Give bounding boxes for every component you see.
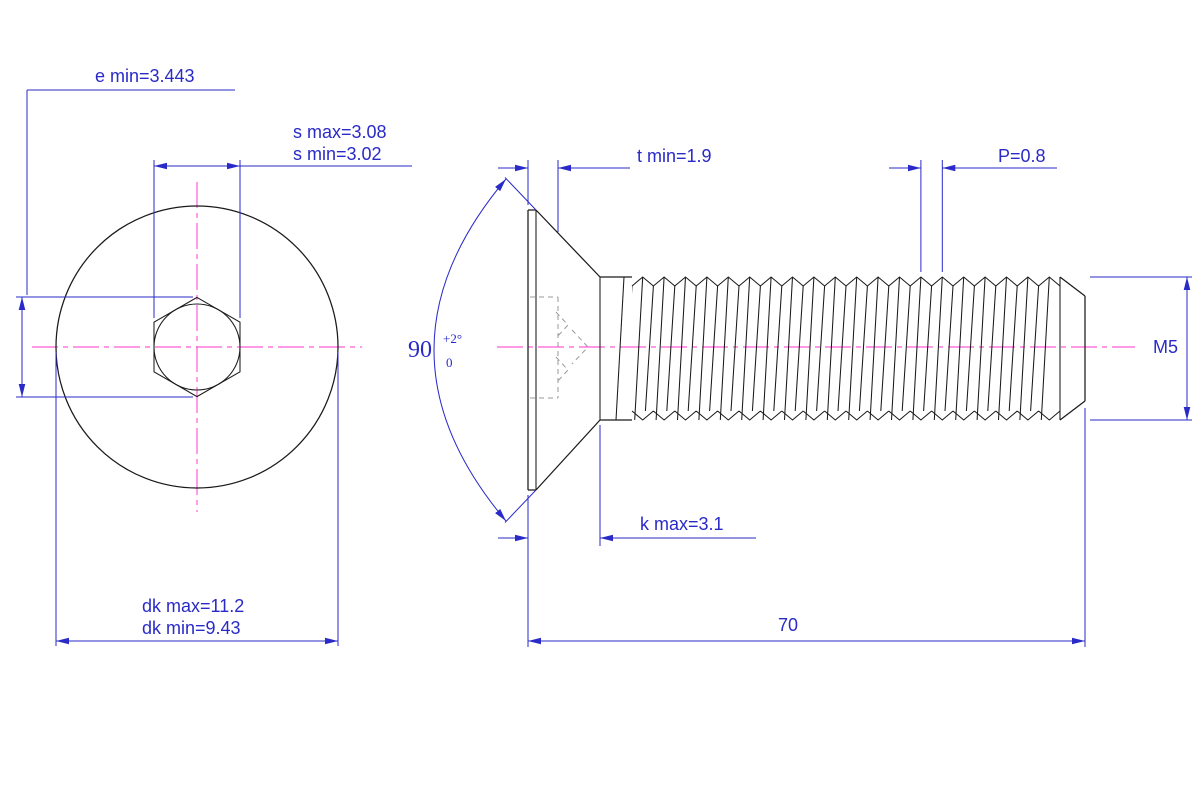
angle-extension-lower (504, 489, 537, 523)
s-min-label: s min=3.02 (293, 144, 382, 164)
thread-runout-line (615, 276, 625, 421)
dim-dk: dk max=11.2 dk min=9.43 (55, 352, 339, 646)
pitch-label: P=0.8 (998, 146, 1046, 166)
angle-value: 90 (408, 337, 432, 363)
thread-flank-lines (632, 277, 1050, 420)
thread-crest-top (631, 276, 1061, 287)
front-view: e min=3.443 s max=3.08 s min=3.02 dk max… (16, 66, 412, 646)
dk-min-label: dk min=9.43 (142, 618, 241, 638)
dim-e: e min=3.443 (16, 66, 235, 398)
dim-s: s max=3.08 s min=3.02 (153, 122, 412, 318)
length-label: 70 (778, 615, 798, 635)
t-min-label: t min=1.9 (637, 146, 712, 166)
s-max-label: s max=3.08 (293, 122, 387, 142)
angle-tolerance-plus: +2° (443, 331, 462, 346)
dim-pitch: P=0.8 (889, 146, 1057, 272)
dim-t: t min=1.9 (498, 146, 712, 232)
angle-tolerance-minus: 0 (446, 355, 453, 370)
thread-crest-bottom (631, 410, 1061, 421)
dim-length: 70 (527, 408, 1086, 647)
dim-angle-90: 90 +2° 0 (408, 177, 537, 523)
dim-k: k max=3.1 (498, 425, 756, 546)
countersink-cone-lower (535, 419, 601, 491)
chamfer-top (1059, 276, 1086, 297)
countersink-cone-upper (535, 209, 601, 278)
dim-thread-diameter: M5 (1090, 276, 1192, 421)
thread-size-label: M5 (1153, 337, 1178, 357)
e-min-label: e min=3.443 (95, 66, 195, 86)
side-view: 90 +2° 0 t min=1.9 P=0.8 M5 (408, 146, 1192, 647)
chamfer-bottom (1059, 400, 1086, 421)
k-max-label: k max=3.1 (640, 514, 724, 534)
head-outline-circle (55, 205, 339, 489)
head-profile (527, 209, 601, 491)
hidden-socket-lines (530, 296, 589, 399)
angle-arc (433, 178, 507, 522)
angle-extension-upper (504, 177, 537, 211)
hidden-hex-edge (555, 356, 569, 384)
hex-socket-outline (153, 296, 241, 398)
dk-max-label: dk max=11.2 (142, 596, 244, 616)
hidden-drill-tip (571, 329, 589, 365)
hidden-hex-edge (555, 311, 569, 339)
threaded-shank (600, 276, 1086, 421)
